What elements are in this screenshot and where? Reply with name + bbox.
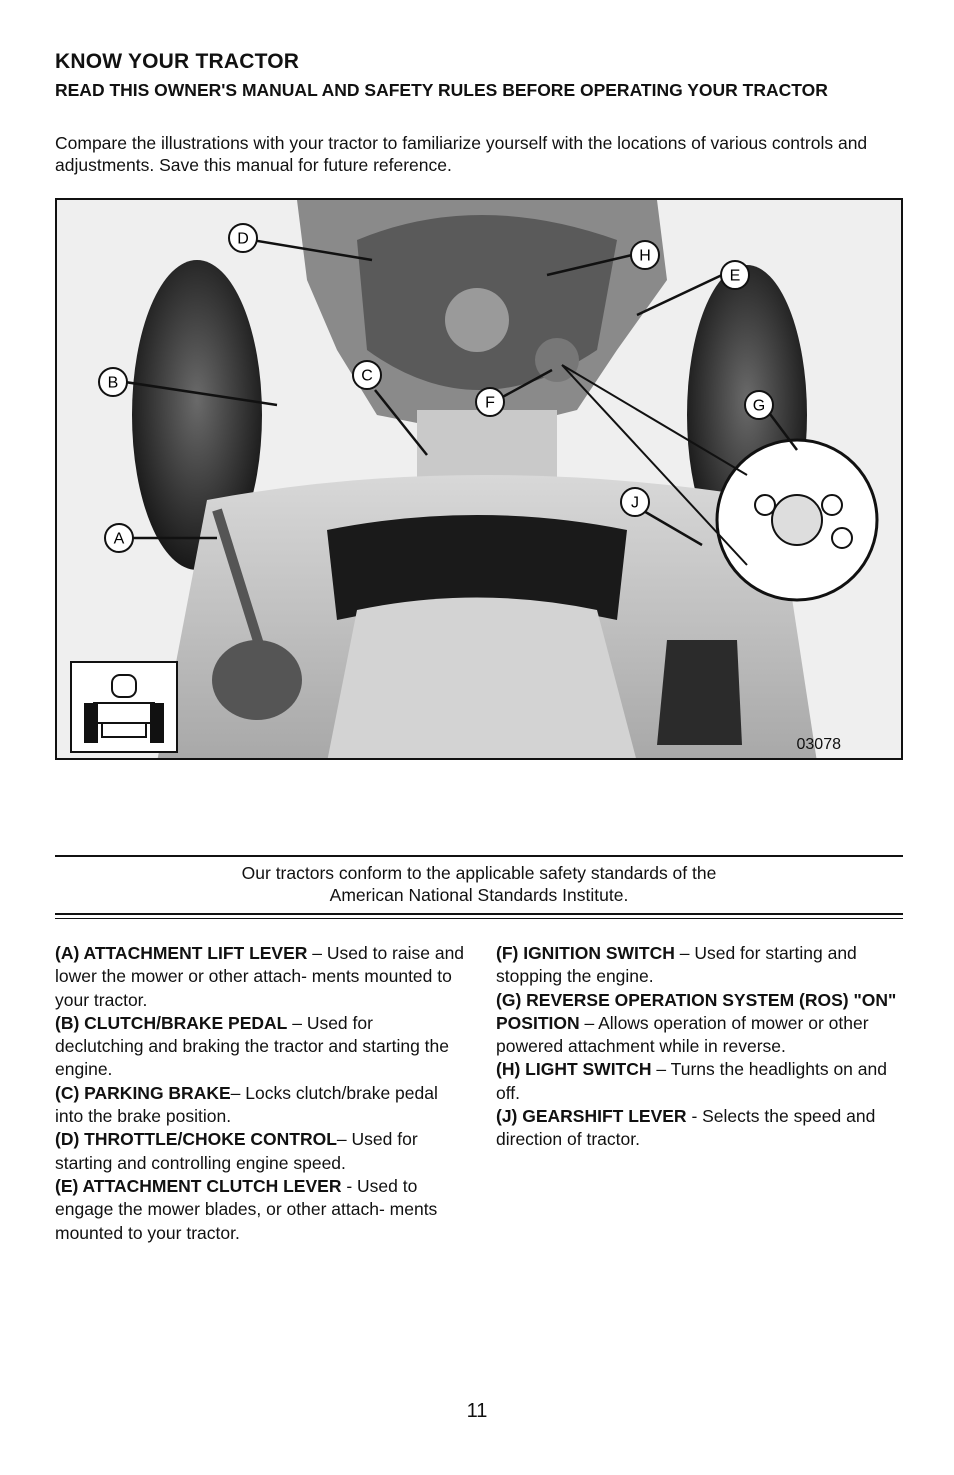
callout-c: C: [352, 360, 382, 390]
notice-bottom-rule: [55, 913, 903, 915]
svg-text:B: B: [108, 375, 119, 392]
controls-right-column: (F) IGNITION SWITCH – Used for starting …: [496, 942, 906, 1152]
tractor-illustration: D H E B C F G J A 03078: [55, 198, 903, 760]
svg-text:H: H: [639, 248, 651, 265]
svg-text:D: D: [237, 231, 249, 248]
tractor-orientation-inset: [70, 661, 178, 753]
control-item-a: (A) ATTACHMENT LIFT LEVER – Used to rais…: [55, 943, 465, 1010]
svg-text:J: J: [631, 495, 639, 512]
intro-paragraph: Compare the illustrations with your trac…: [55, 133, 868, 175]
control-item-d: (D) THROTTLE/CHOKE CONTROL– Used for sta…: [55, 1129, 418, 1173]
callout-f: F: [475, 387, 505, 417]
callout-b: B: [98, 367, 128, 397]
callout-a: A: [104, 523, 134, 553]
callout-d: D: [228, 223, 258, 253]
callout-j: J: [620, 487, 650, 517]
svg-text:C: C: [361, 368, 373, 385]
notice-line-2: American National Standards Institute.: [329, 885, 629, 905]
page-title: KNOW YOUR TRACTOR: [55, 50, 300, 73]
notice-bottom-rule-2: [55, 918, 903, 919]
controls-left-column: (A) ATTACHMENT LIFT LEVER – Used to rais…: [55, 942, 465, 1245]
notice-line-1: Our tractors conform to the applicable s…: [241, 863, 717, 883]
safety-heading: READ THIS OWNER'S MANUAL AND SAFETY RULE…: [55, 80, 828, 100]
page-number: 11: [466, 1400, 488, 1422]
svg-text:F: F: [485, 395, 495, 412]
tractor-topview-icon: [84, 674, 164, 743]
svg-text:A: A: [114, 531, 125, 548]
control-item-f: (F) IGNITION SWITCH – Used for starting …: [496, 943, 857, 987]
control-item-b: (B) CLUTCH/BRAKE PEDAL – Used for declut…: [55, 1012, 449, 1080]
tractor-drawing: D H E B C F G J A: [57, 200, 901, 758]
callout-h: H: [630, 240, 660, 270]
control-item-g: (G) REVERSE OPERATION SYSTEM (ROS) "ON" …: [496, 989, 897, 1057]
control-item-c: (C) PARKING BRAKE– Locks clutch/brake pe…: [55, 1082, 438, 1127]
svg-text:E: E: [730, 268, 741, 285]
control-item-e: (E) ATTACHMENT CLUTCH LEVER - Used to en…: [55, 1175, 438, 1243]
control-item-j: (J) GEARSHIFT LEVER - Selects the speed …: [496, 1106, 876, 1150]
callout-g: G: [744, 390, 774, 420]
figure-code: 03078: [796, 736, 842, 753]
control-item-h: (H) LIGHT SWITCH – Turns the headlights …: [496, 1059, 887, 1103]
callout-e: E: [720, 260, 750, 290]
notice-top-rule: [55, 855, 903, 857]
svg-text:G: G: [753, 398, 765, 415]
standards-notice: Our tractors conform to the applicable s…: [55, 862, 903, 906]
